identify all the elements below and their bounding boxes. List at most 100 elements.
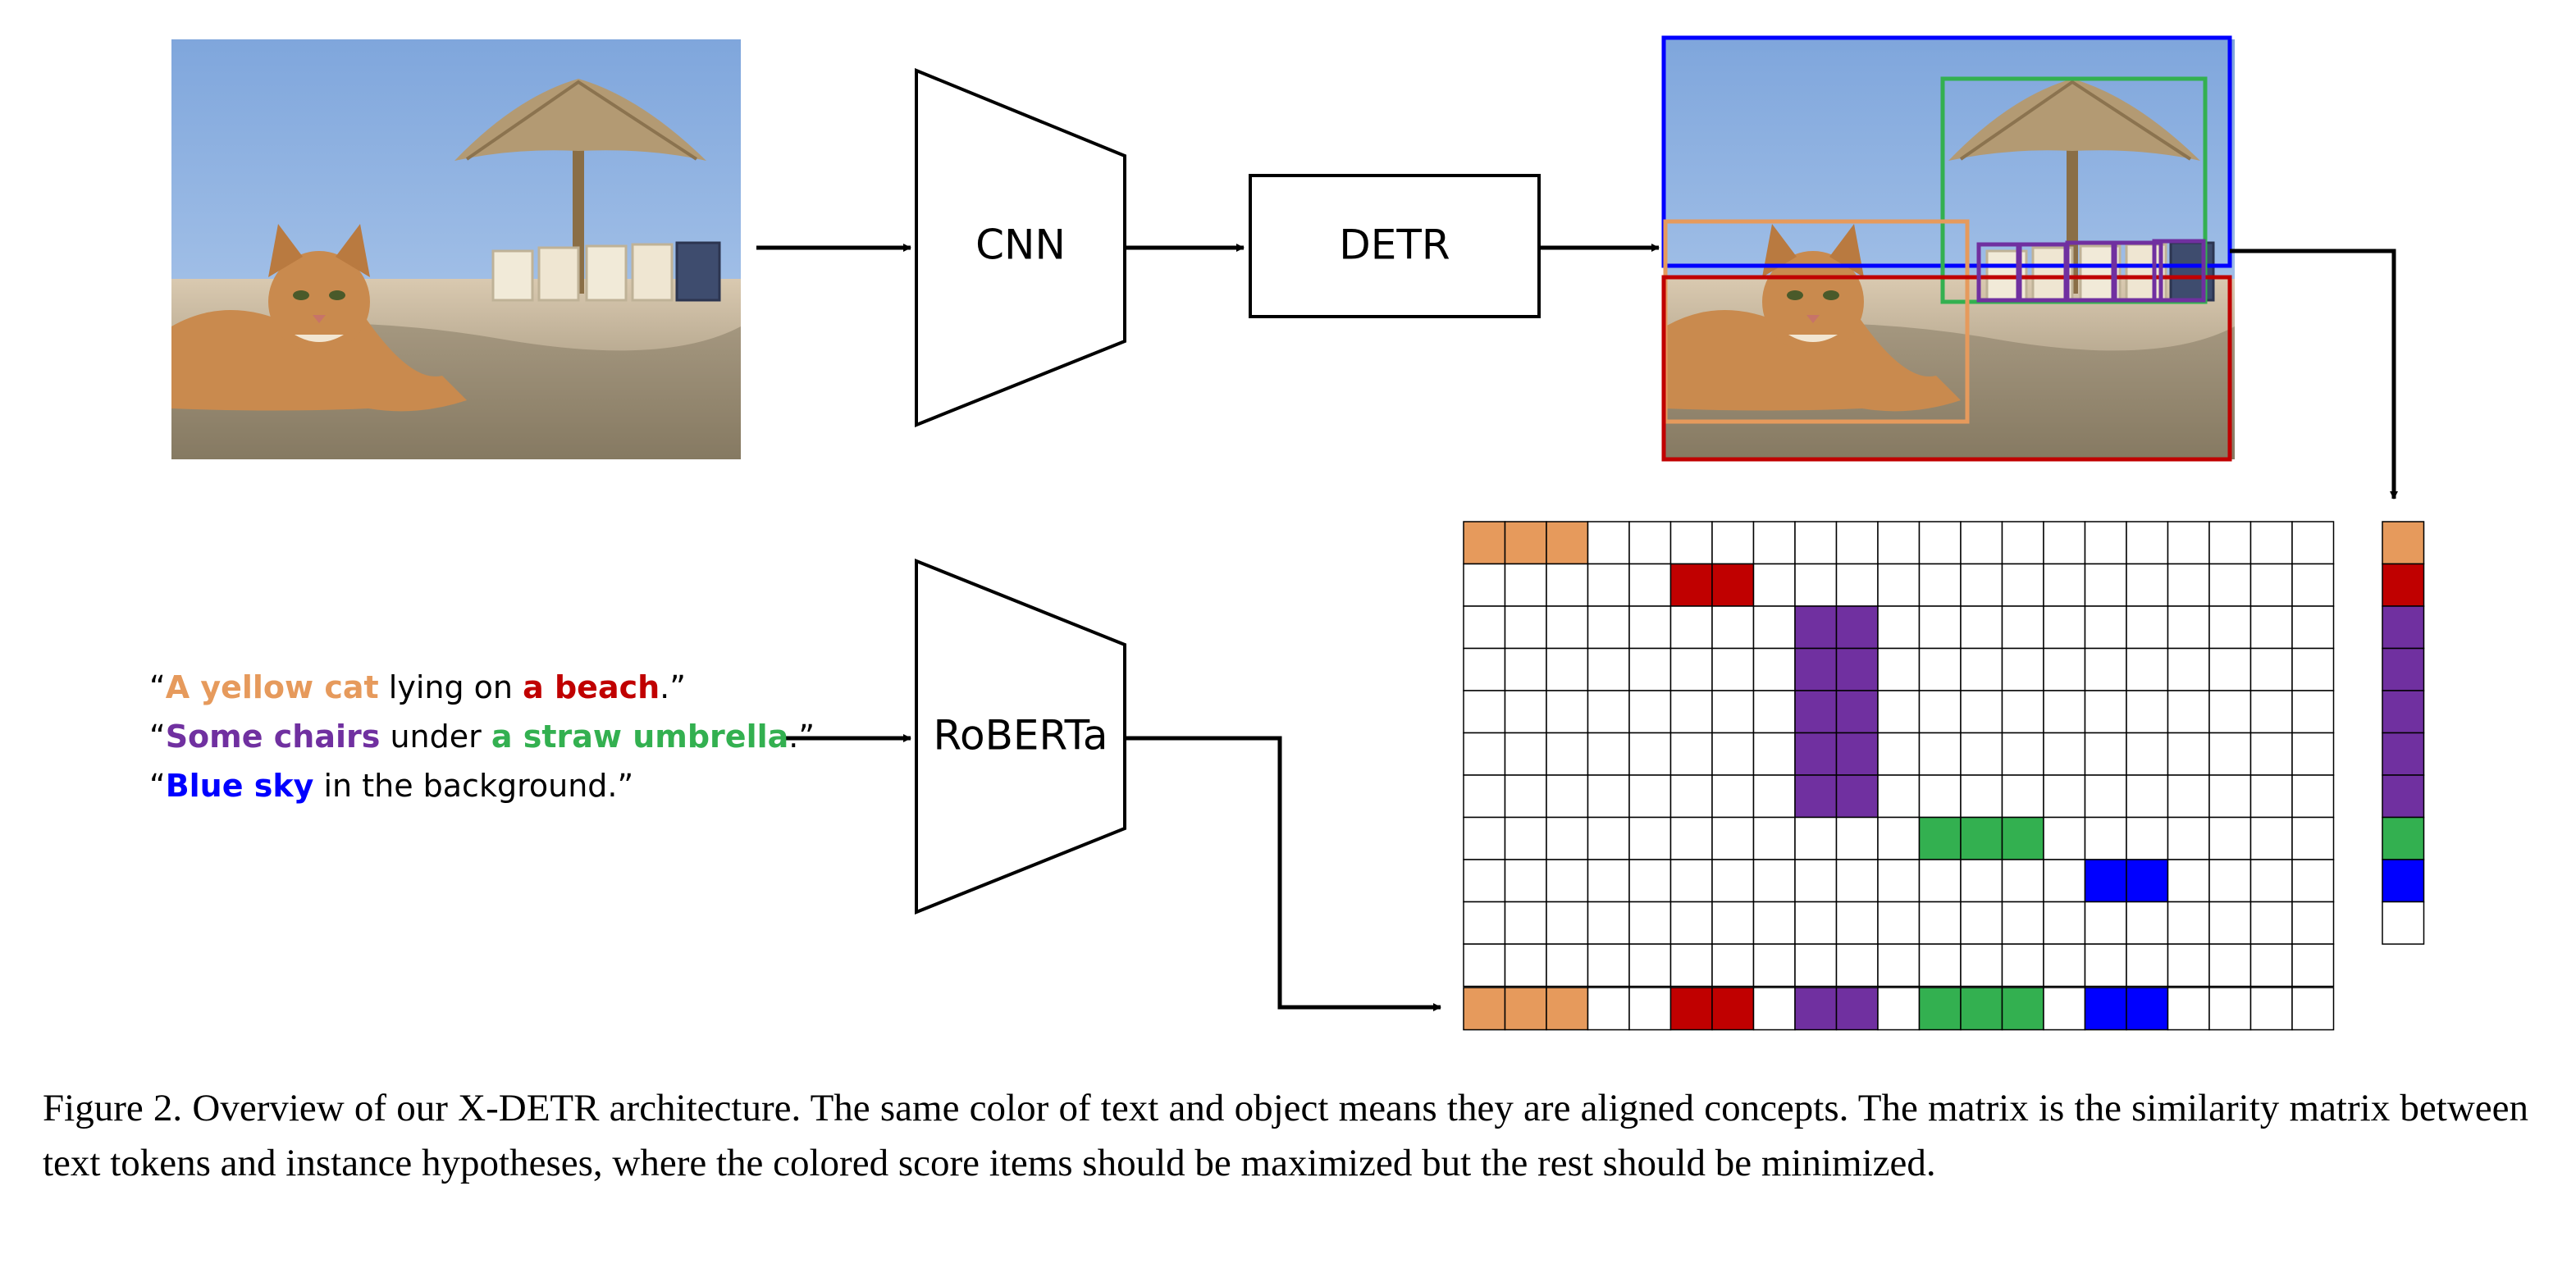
matrix-cell xyxy=(2249,816,2293,860)
matrix-cell xyxy=(2043,732,2086,776)
matrix-cell xyxy=(2291,563,2335,607)
matrix-cell xyxy=(2084,859,2127,903)
matrix-cell xyxy=(2084,690,2127,734)
matrix-cell xyxy=(1794,605,1838,650)
matrix-cell xyxy=(1794,901,1838,945)
matrix-cell xyxy=(2043,859,2086,903)
matrix-cell xyxy=(1918,732,1962,776)
instance-cell xyxy=(2382,901,2425,945)
matrix-cell xyxy=(2126,690,2169,734)
matrix-cell xyxy=(2208,901,2252,945)
matrix-cell xyxy=(2208,521,2252,565)
matrix-cell xyxy=(2001,859,2044,903)
matrix-cell xyxy=(2208,732,2252,776)
matrix-cell xyxy=(1877,563,1921,607)
matrix-cell xyxy=(1918,521,1962,565)
matrix-cell xyxy=(1587,647,1630,691)
matrix-cell xyxy=(1504,774,1547,819)
matrix-cell xyxy=(2249,690,2293,734)
matrix-cell xyxy=(2291,732,2335,776)
matrix-cell xyxy=(2126,647,2169,691)
matrix-cell xyxy=(1504,816,1547,860)
matrix-cell xyxy=(1463,859,1506,903)
sentence-segment: A yellow cat xyxy=(165,669,379,705)
matrix-cell xyxy=(1960,732,2003,776)
matrix-cell xyxy=(1711,605,1755,650)
matrix-cell xyxy=(1546,563,1589,607)
matrix-cell xyxy=(2126,816,2169,860)
detection-image xyxy=(1664,38,2236,461)
matrix-cell xyxy=(1752,901,1796,945)
matrix-cell xyxy=(1587,901,1630,945)
matrix-cell xyxy=(1546,732,1589,776)
matrix-cell xyxy=(1587,774,1630,819)
matrix-cell xyxy=(1628,690,1672,734)
matrix-cell xyxy=(1877,774,1921,819)
matrix-cell xyxy=(1877,943,1921,988)
matrix-cell xyxy=(1546,774,1589,819)
matrix-cell xyxy=(2126,521,2169,565)
matrix-cell xyxy=(1960,901,2003,945)
matrix-cell xyxy=(2084,774,2127,819)
matrix-cell xyxy=(2249,901,2293,945)
matrix-cell xyxy=(1669,647,1713,691)
matrix-cell xyxy=(2249,647,2293,691)
input-image xyxy=(170,38,742,461)
sentence-segment: “ xyxy=(149,768,166,804)
matrix-cell xyxy=(1918,690,1962,734)
token-cell xyxy=(2208,987,2252,1031)
detr-block xyxy=(1249,174,1541,318)
beach-bounding-box xyxy=(1661,275,2232,462)
matrix-cell xyxy=(1546,605,1589,650)
matrix-cell xyxy=(1794,859,1838,903)
matrix-cell xyxy=(2084,563,2127,607)
matrix-cell xyxy=(1504,521,1547,565)
token-cell xyxy=(1877,987,1921,1031)
matrix-cell xyxy=(1463,521,1506,565)
matrix-cell xyxy=(2249,774,2293,819)
matrix-cell xyxy=(1669,943,1713,988)
matrix-cell xyxy=(1835,605,1879,650)
matrix-cell xyxy=(1504,859,1547,903)
matrix-cell xyxy=(2167,647,2210,691)
matrix-cell xyxy=(1463,732,1506,776)
arrow-detections-to-instance-column xyxy=(2230,249,2398,500)
token-cell xyxy=(1463,987,1506,1031)
matrix-cell xyxy=(1711,732,1755,776)
matrix-cell xyxy=(1794,647,1838,691)
matrix-cell xyxy=(1587,859,1630,903)
matrix-cell xyxy=(2249,563,2293,607)
instance-cell xyxy=(2382,732,2425,776)
matrix-cell xyxy=(2167,901,2210,945)
matrix-cell xyxy=(2084,816,2127,860)
matrix-cell xyxy=(1877,521,1921,565)
instance-cell xyxy=(2382,563,2425,607)
matrix-cell xyxy=(1752,521,1796,565)
input-sentences: “A yellow cat lying on a beach.”“Some ch… xyxy=(149,663,815,810)
sentence-segment: .” xyxy=(660,669,686,705)
matrix-cell xyxy=(2043,605,2086,650)
matrix-cell xyxy=(1463,901,1506,945)
matrix-cell xyxy=(1711,563,1755,607)
matrix-cell xyxy=(2291,647,2335,691)
matrix-cell xyxy=(1835,521,1879,565)
matrix-cell xyxy=(1587,732,1630,776)
matrix-cell xyxy=(2001,816,2044,860)
matrix-cell xyxy=(2249,521,2293,565)
matrix-cell xyxy=(2249,859,2293,903)
matrix-cell xyxy=(2167,859,2210,903)
matrix-cell xyxy=(1587,521,1630,565)
matrix-cell xyxy=(1918,943,1962,988)
matrix-cell xyxy=(2167,774,2210,819)
matrix-cell xyxy=(2043,690,2086,734)
matrix-cell xyxy=(1711,521,1755,565)
matrix-cell xyxy=(1752,605,1796,650)
matrix-cell xyxy=(1752,690,1796,734)
matrix-cell xyxy=(1628,605,1672,650)
matrix-cell xyxy=(1835,901,1879,945)
matrix-cell xyxy=(1835,690,1879,734)
matrix-cell xyxy=(2001,690,2044,734)
matrix-cell xyxy=(2291,521,2335,565)
matrix-cell xyxy=(1752,774,1796,819)
